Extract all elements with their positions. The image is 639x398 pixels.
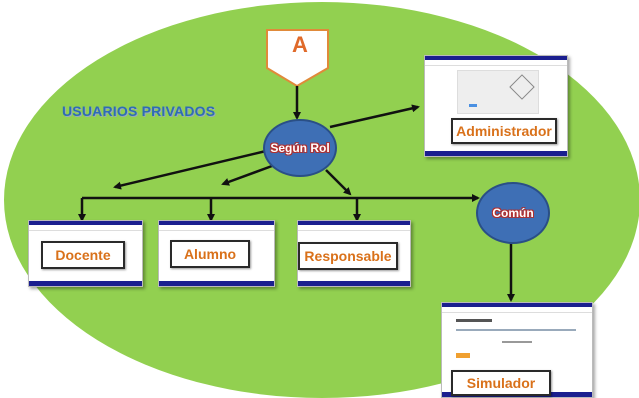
label-alumno: Alumno xyxy=(170,240,250,268)
card-header-bar xyxy=(442,303,592,307)
arrow-rol-to-admin xyxy=(329,104,420,129)
card-header-bar xyxy=(29,221,142,225)
card-nav-bar xyxy=(425,60,567,66)
card-footer-bar xyxy=(298,281,410,286)
card-button-thumbnail xyxy=(469,104,477,107)
card-header-bar xyxy=(425,56,567,60)
label-docente: Docente xyxy=(41,241,125,269)
label-responsable-text: Responsable xyxy=(304,248,392,264)
node-segun-rol: Según Rol xyxy=(263,119,337,177)
label-docente-text: Docente xyxy=(55,247,111,263)
diagram-title: USUARIOS PRIVADOS xyxy=(62,103,216,119)
card-header-bar xyxy=(298,221,410,225)
card-nav-bar xyxy=(442,307,592,313)
card-footer-bar xyxy=(29,281,142,286)
label-administrador-text: Administrador xyxy=(456,123,552,139)
card-nav-bar xyxy=(298,225,410,231)
arrow-rol-to-alumno-branch xyxy=(221,164,273,186)
card-header-bar xyxy=(159,221,274,225)
node-segun-rol-label: Según Rol xyxy=(270,141,330,155)
label-administrador: Administrador xyxy=(451,118,557,144)
card-heading-thumbnail xyxy=(456,319,492,322)
label-responsable: Responsable xyxy=(298,242,398,270)
arrow-rol-to-docente-branch xyxy=(113,149,267,190)
card-text-thumbnail xyxy=(502,341,532,343)
card-button-thumbnail xyxy=(456,353,470,358)
card-nav-bar xyxy=(29,225,142,231)
label-simulador: Simulador xyxy=(451,370,551,396)
label-alumno-text: Alumno xyxy=(183,246,237,262)
card-nav-bar xyxy=(159,225,274,231)
node-comun: Común xyxy=(476,182,550,244)
node-comun-label: Común xyxy=(492,206,534,220)
start-pentagon xyxy=(266,29,329,88)
start-label: A xyxy=(292,32,308,57)
arrow-rol-to-responsable-branch xyxy=(325,169,352,196)
card-links-thumbnail xyxy=(456,329,576,331)
card-footer-bar xyxy=(159,281,274,286)
label-simulador-text: Simulador xyxy=(466,375,536,391)
card-footer-bar xyxy=(425,151,567,156)
